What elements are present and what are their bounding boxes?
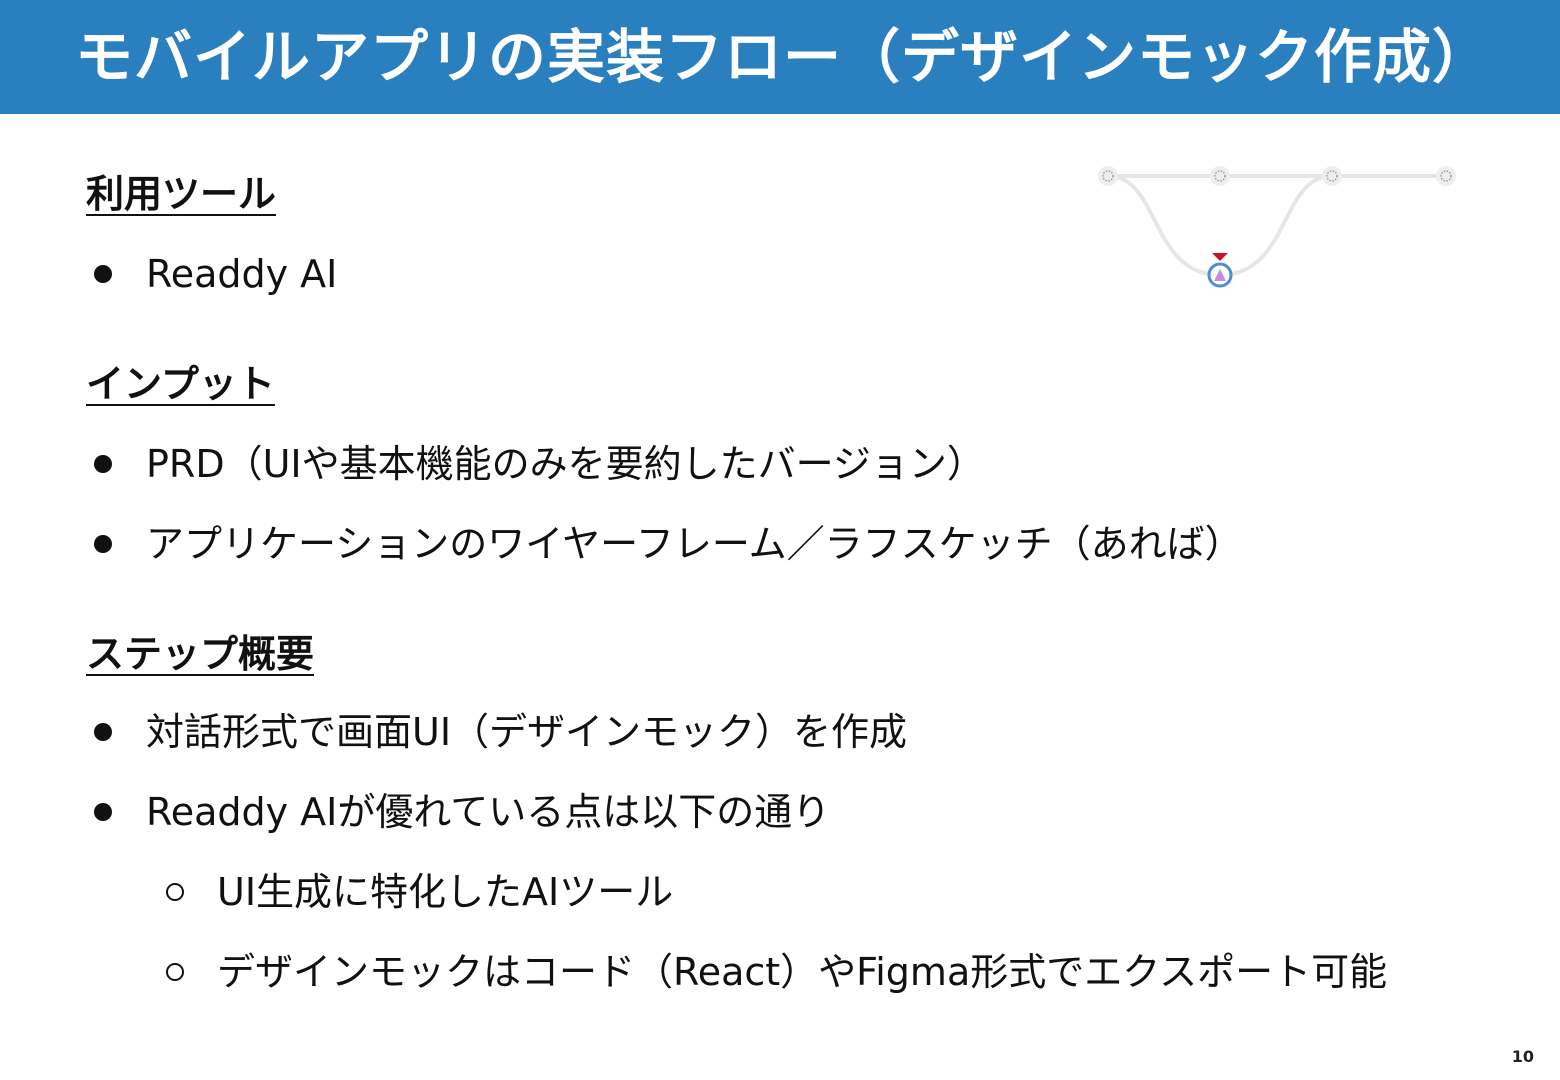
section-heading-tools: 利用ツール	[86, 172, 277, 216]
bullet-item: アプリケーションのワイヤーフレーム／ラフスケッチ（あれば）	[94, 520, 1243, 568]
sub-bullet-text: デザインモックはコード（React）やFigma形式でエクスポート可能	[217, 950, 1388, 994]
sub-bullet-ring	[166, 882, 184, 901]
sub-bullet-ring	[166, 962, 184, 981]
bullet-item: Readdy AIが優れている点は以下の通り	[94, 788, 830, 836]
bullet-dot	[94, 534, 112, 553]
bullet-item: 対話形式で画面UI（デザインモック）を作成	[94, 708, 907, 756]
page-number: 10	[1511, 1047, 1534, 1066]
section-heading-input: インプット	[86, 362, 275, 406]
bullet-item: PRD（UIや基本機能のみを要約したバージョン）	[94, 440, 985, 488]
bullet-text: Readdy AI	[146, 252, 338, 296]
bullet-dot	[94, 802, 112, 821]
sub-bullet-text: UI生成に特化したAIツール	[217, 870, 674, 914]
bullet-text: PRD（UIや基本機能のみを要約したバージョン）	[146, 442, 985, 486]
sub-bullet-item: デザインモックはコード（React）やFigma形式でエクスポート可能	[166, 948, 1387, 996]
flow-node-icon	[1210, 166, 1230, 186]
flow-node-icon	[1322, 166, 1342, 186]
bullet-dot	[94, 264, 112, 283]
bullet-text: アプリケーションのワイヤーフレーム／ラフスケッチ（あれば）	[146, 522, 1243, 566]
bullet-dot	[94, 454, 112, 473]
bullet-item: Readdy AI	[94, 250, 337, 298]
title-bar: モバイルアプリの実装フロー（デザインモック作成）	[0, 0, 1560, 114]
flow-diagram	[1098, 166, 1456, 288]
flow-node-icon	[1436, 166, 1456, 186]
current-step-marker-icon	[1207, 253, 1233, 288]
slide-title: モバイルアプリの実装フロー（デザインモック作成）	[75, 23, 1492, 91]
bullet-text: 対話形式で画面UI（デザインモック）を作成	[146, 710, 908, 754]
bullet-dot	[94, 722, 112, 741]
bullet-text: Readdy AIが優れている点は以下の通り	[146, 790, 831, 834]
flow-node-icon	[1098, 166, 1118, 186]
section-heading-steps: ステップ概要	[86, 632, 315, 676]
sub-bullet-item: UI生成に特化したAIツール	[166, 868, 673, 916]
